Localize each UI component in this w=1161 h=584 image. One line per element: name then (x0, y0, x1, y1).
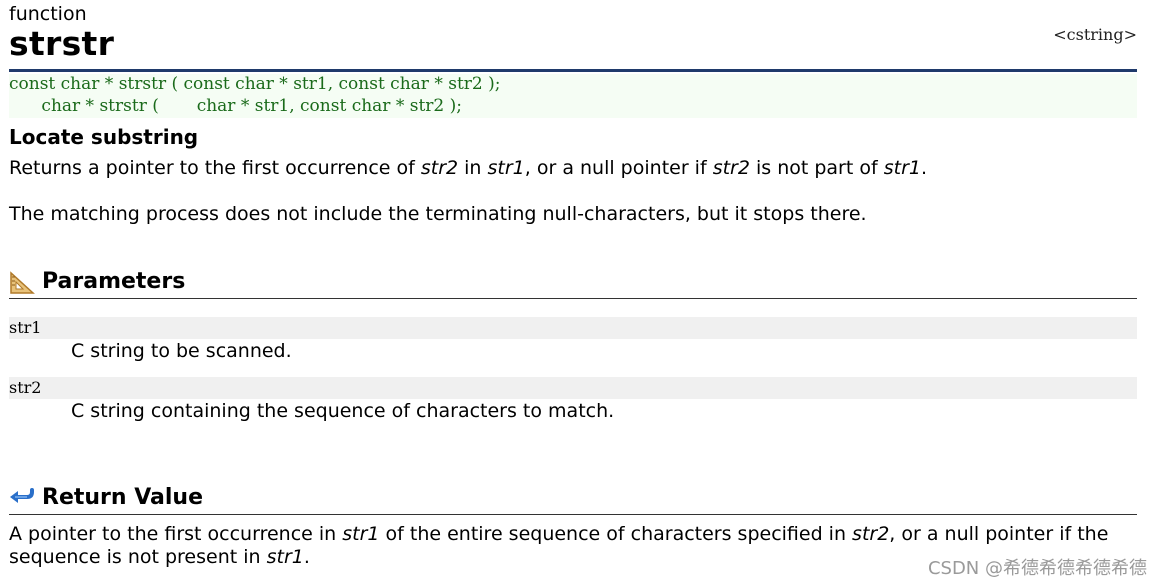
param-ref: str2 (852, 523, 890, 545)
prototype-line-const: const char * strstr ( const char * str1,… (9, 74, 501, 94)
text-run: . (920, 157, 928, 179)
parameters-heading-label: Parameters (42, 269, 186, 294)
param-desc-str2: C string containing the sequence of char… (71, 400, 615, 422)
param-ref: str1 (487, 157, 525, 179)
param-ref: str1 (342, 523, 380, 545)
prototype-line-nonconst: char * strstr ( char * str1, const char … (9, 96, 462, 116)
param-ref: str1 (883, 157, 921, 179)
description-paragraph-1: Returns a pointer to the first occurrenc… (9, 157, 927, 179)
param-desc-str1: C string to be scanned. (71, 340, 292, 362)
param-ref: str2 (712, 157, 750, 179)
page-title: strstr (9, 24, 115, 63)
text-run: . (303, 546, 310, 568)
text-run: of the entire sequence of characters spe… (379, 523, 853, 545)
description-heading: Locate substring (9, 125, 199, 149)
parameters-section-heading: Parameters (9, 268, 1137, 299)
return-value-heading-label: Return Value (42, 485, 204, 510)
text-run: , or a null pointer if the (889, 523, 1109, 545)
return-value-line-1: A pointer to the first occurrence in str… (9, 523, 1108, 545)
return-value-section-heading: Return Value (9, 484, 1137, 515)
param-ref: str2 (420, 157, 459, 179)
param-name-str1: str1 (9, 317, 1137, 339)
entity-kind: function (9, 3, 87, 25)
text-run: is not part of (749, 157, 884, 179)
description-paragraph-2: The matching process does not include th… (9, 203, 867, 225)
return-value-line-2: sequence is not present in str1. (9, 546, 310, 568)
param-name-str2: str2 (9, 377, 1137, 399)
param-ref: str1 (266, 546, 304, 568)
text-run: in (458, 157, 488, 179)
prototype-box: const char * strstr ( const char * str1,… (9, 74, 1137, 118)
text-run: A pointer to the first occurrence in (9, 523, 343, 545)
ruler-triangle-icon (9, 271, 35, 295)
csdn-watermark: CSDN @希德希德希德希德 (927, 558, 1147, 579)
return-arrow-icon (9, 487, 35, 511)
title-divider (9, 69, 1137, 72)
text-run: , or a null pointer if (524, 157, 713, 179)
header-file-link[interactable]: <cstring> (1053, 25, 1137, 44)
text-run: sequence is not present in (9, 546, 267, 568)
text-run: Returns a pointer to the first occurrenc… (9, 157, 421, 179)
